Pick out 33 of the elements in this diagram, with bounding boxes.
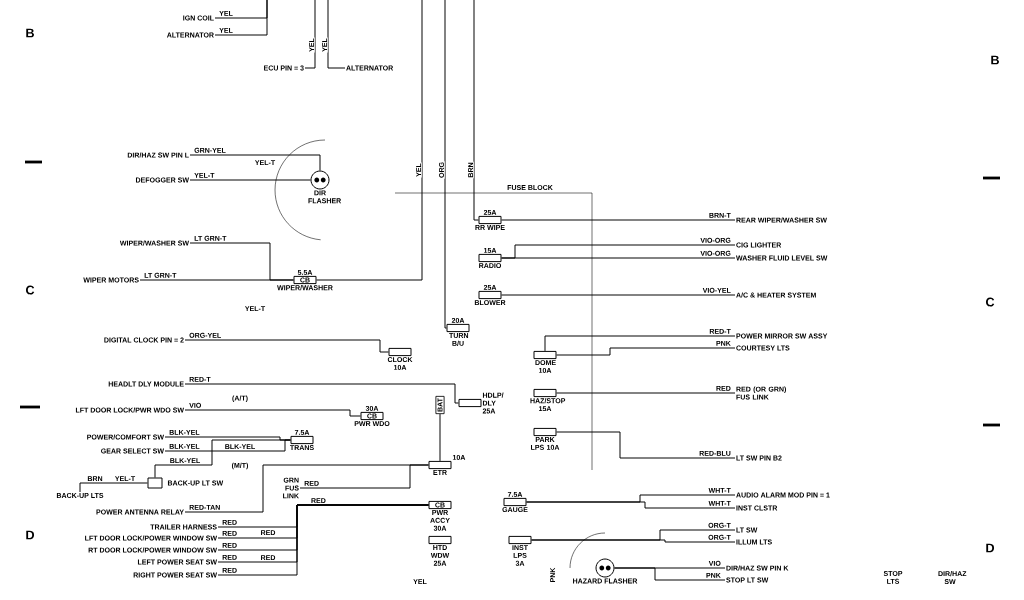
wire: [501, 257, 736, 259]
wire: [184, 409, 361, 417]
wire: [444, 0, 447, 329]
wire: [299, 464, 429, 489]
wire: [526, 501, 736, 509]
wire: [139, 279, 294, 281]
wire: [154, 439, 291, 478]
grid-letter: B: [26, 28, 34, 38]
wire: [217, 504, 429, 576]
wire: [304, 0, 316, 69]
wire: [189, 154, 321, 171]
wire: [79, 482, 148, 493]
grid-letter: D: [26, 530, 35, 540]
wire: [556, 431, 736, 459]
wire: [184, 339, 389, 353]
wire: [439, 413, 441, 462]
grid-letter: C: [985, 297, 995, 307]
wire: [501, 294, 736, 296]
wire: [556, 347, 736, 356]
grid-letter: D: [986, 543, 995, 553]
wire: [556, 392, 736, 394]
wire: [544, 335, 736, 352]
grid-letter: C: [25, 285, 35, 295]
wire: [501, 219, 736, 221]
wire: [327, 0, 346, 69]
wire: [473, 0, 479, 221]
wire: [189, 179, 311, 181]
wire: [614, 567, 726, 581]
wire: [214, 0, 268, 36]
wire: [531, 539, 736, 543]
wire: [184, 383, 459, 404]
wire: [316, 0, 423, 281]
grid-letter: B: [991, 55, 999, 65]
